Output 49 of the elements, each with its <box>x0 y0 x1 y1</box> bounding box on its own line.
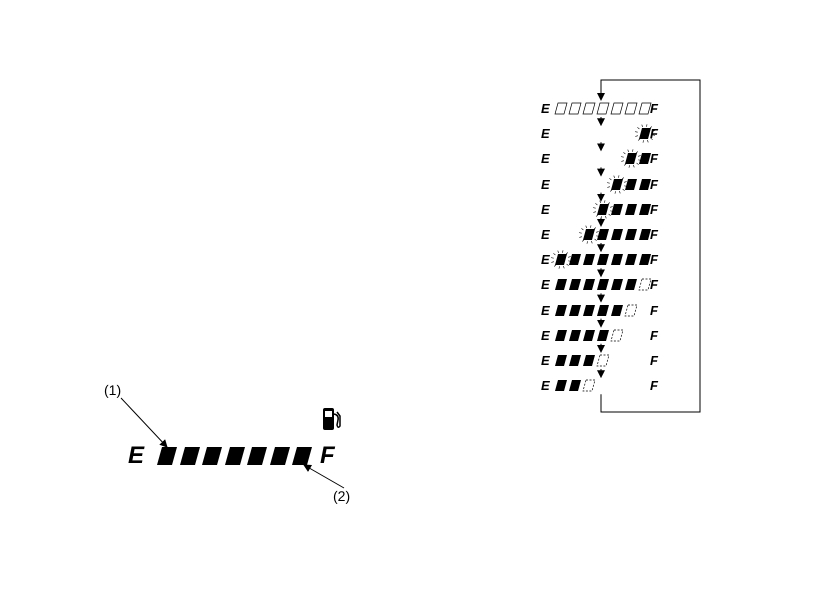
gauge-letter: E <box>541 102 550 115</box>
callout-number: (2) <box>333 488 355 504</box>
gauge-segment <box>180 447 200 465</box>
gauge-letter: F <box>650 127 658 140</box>
gauge-letter: E <box>541 328 550 342</box>
gauge-letter: F <box>650 278 658 292</box>
gauge-letter: F <box>650 152 658 166</box>
gauge-letter: F <box>650 304 658 317</box>
leader-line <box>303 464 344 488</box>
gauge-letter: E <box>541 202 550 216</box>
arrow <box>597 80 700 412</box>
gauge-letter: E <box>541 253 550 266</box>
gauge-letter: F <box>650 354 658 367</box>
gauge-segment <box>270 447 290 465</box>
gauge-letter: F <box>650 228 658 241</box>
arrow <box>597 217 605 227</box>
arrow <box>597 368 605 378</box>
gauge-letter: F <box>650 379 658 392</box>
gauge-letter: E <box>541 304 550 317</box>
gauge-segment <box>202 447 222 465</box>
gauge-segment <box>247 447 267 465</box>
gauge-letter: E <box>541 228 550 241</box>
gauge-letter: F <box>650 178 658 191</box>
arrow <box>597 142 605 152</box>
leader-line <box>120 398 168 448</box>
gauge-segment <box>157 447 177 465</box>
gauge-letter: E <box>541 178 550 191</box>
arrow <box>597 268 605 278</box>
gauge-letter: F <box>650 102 658 115</box>
gauge-letter: E <box>541 127 550 140</box>
arrow <box>597 343 605 353</box>
gauge-letter: E <box>541 152 550 166</box>
arrow <box>597 192 605 202</box>
callout-number: (1) <box>104 382 126 398</box>
arrow <box>597 292 605 303</box>
gauge-letter: F <box>650 253 658 266</box>
arrow <box>597 116 605 126</box>
gauge-letter: E <box>541 379 550 392</box>
arrow <box>597 242 605 252</box>
gauge-segment <box>292 447 312 465</box>
gauge-letter: E <box>128 444 144 468</box>
arrow <box>597 318 605 328</box>
gauge-letter: F <box>650 202 658 216</box>
gauge-letter: F <box>320 444 335 468</box>
gauge-segment <box>224 447 244 465</box>
gauge-letter: E <box>541 278 550 292</box>
gauge-letter: F <box>650 328 658 342</box>
gauge-letter: E <box>541 354 550 367</box>
arrow <box>597 166 605 177</box>
